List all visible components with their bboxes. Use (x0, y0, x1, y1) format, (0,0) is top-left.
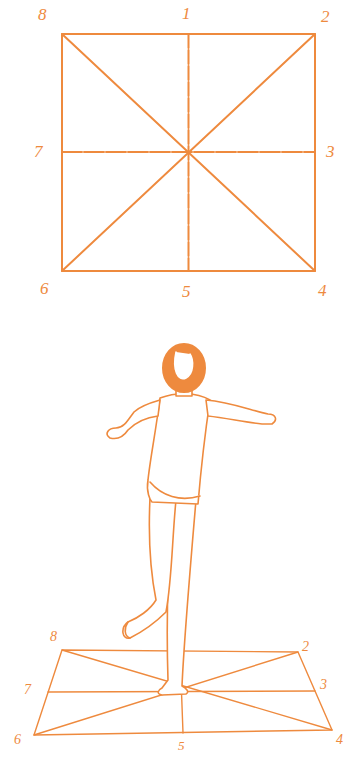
direction-number: 3 (326, 143, 335, 160)
floor-direction-number: 4 (336, 733, 343, 747)
floor-direction-number: 7 (24, 683, 31, 697)
direction-number: 5 (182, 283, 191, 300)
dancer-head (163, 344, 205, 392)
direction-number: 1 (182, 5, 191, 22)
room-square (62, 34, 315, 271)
floor-direction-number: 8 (50, 630, 57, 644)
floor-direction-number: 2 (302, 640, 309, 654)
floor-direction-number: 5 (178, 739, 185, 752)
direction-number: 8 (38, 6, 47, 23)
direction-number: 4 (318, 282, 327, 299)
direction-number: 7 (34, 143, 43, 160)
floor-direction-number: 3 (320, 678, 327, 692)
direction-number: 6 (40, 280, 49, 297)
dancer-figure (107, 384, 275, 695)
direction-number: 2 (321, 8, 330, 25)
floor-direction-number: 6 (14, 733, 21, 747)
